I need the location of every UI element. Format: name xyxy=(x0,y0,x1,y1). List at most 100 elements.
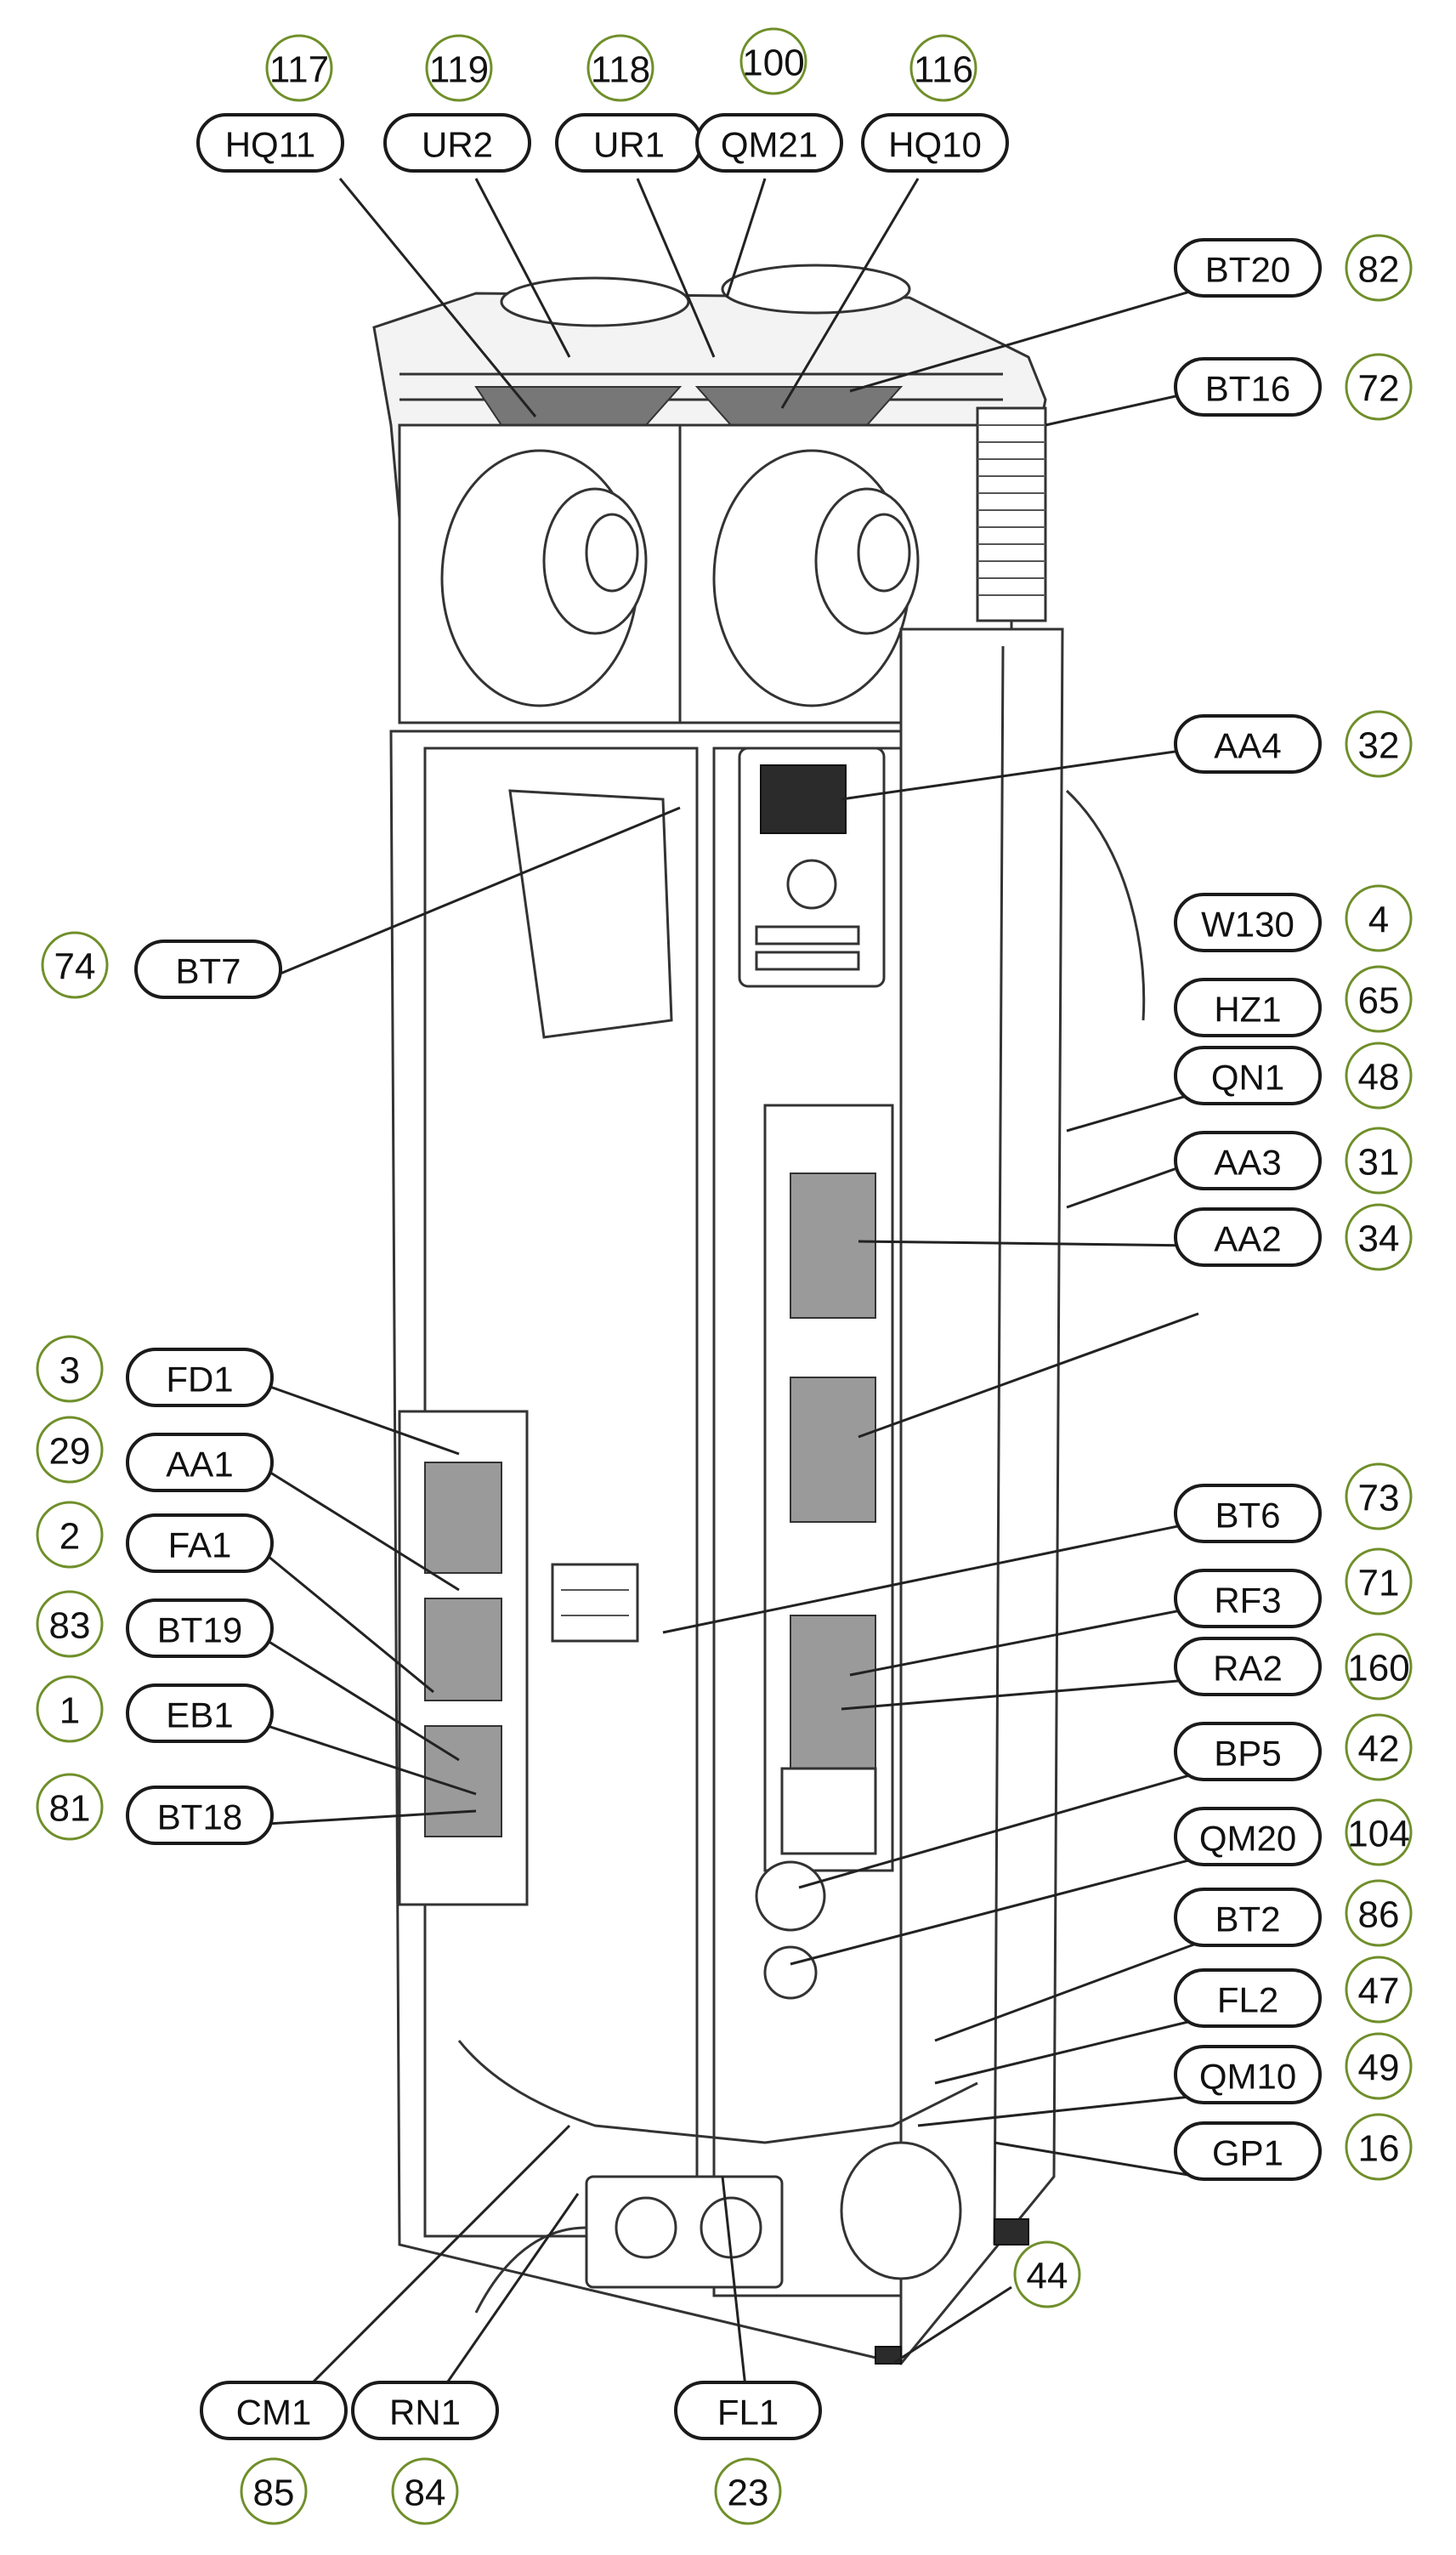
code-pill xyxy=(1174,714,1322,774)
component-number: 119 xyxy=(429,49,489,91)
component-code: HQ11 xyxy=(225,125,316,165)
component-number: 65 xyxy=(1358,980,1400,1022)
number-circle xyxy=(240,2457,308,2525)
number-circle xyxy=(1345,1798,1413,1866)
component-code: BT7 xyxy=(175,951,241,991)
number-circle xyxy=(1345,234,1413,302)
code-pill xyxy=(1174,1207,1322,1267)
callout-bt7: BT7 74 xyxy=(41,931,282,999)
code-pill xyxy=(1174,238,1322,298)
number-circle xyxy=(909,34,977,102)
component-number: 100 xyxy=(742,43,804,84)
number-circle xyxy=(36,1773,104,1841)
number-circle xyxy=(1345,1956,1413,2024)
code-pill xyxy=(383,113,531,173)
number-circle xyxy=(425,34,493,102)
callout-ur2: UR2 119 xyxy=(383,34,531,173)
component-number: 44 xyxy=(1027,2256,1068,2297)
component-code: BT18 xyxy=(157,1797,242,1837)
component-code: QM20 xyxy=(1199,1819,1296,1859)
component-code: FL1 xyxy=(717,2393,779,2433)
number-circle xyxy=(714,2457,782,2525)
component-number: 16 xyxy=(1358,2128,1400,2170)
code-pill xyxy=(1174,1484,1322,1543)
number-circle xyxy=(1345,710,1413,778)
component-code: AA4 xyxy=(1214,726,1281,766)
bottom-pipework xyxy=(457,1860,978,2314)
component-code: UR1 xyxy=(593,125,665,165)
code-pill xyxy=(126,1513,274,1573)
component-code: AA1 xyxy=(166,1445,233,1485)
number-circle xyxy=(1345,965,1413,1033)
number-circle xyxy=(36,1675,104,1743)
component-code: BT6 xyxy=(1215,1496,1280,1536)
code-pill xyxy=(1174,2121,1322,2181)
callout-number-44: 44 xyxy=(1013,2240,1081,2308)
code-pill xyxy=(126,1598,274,1658)
number-circle xyxy=(1345,1203,1413,1271)
code-pill xyxy=(1174,1968,1322,2028)
component-code: QM10 xyxy=(1199,2057,1296,2097)
code-pill xyxy=(861,113,1009,173)
code-pill xyxy=(1174,1131,1322,1190)
code-pill xyxy=(1174,1637,1322,1696)
number-circle xyxy=(1345,1127,1413,1195)
number-circle xyxy=(36,1590,104,1658)
exchanger-fins xyxy=(976,406,1047,622)
number-circle xyxy=(1013,2240,1081,2308)
component-number: 49 xyxy=(1358,2047,1400,2089)
callout-rn1: RN1 84 xyxy=(351,2381,499,2525)
component-number: 31 xyxy=(1358,1142,1400,1184)
component-code: FL2 xyxy=(1217,1980,1278,2020)
code-pill xyxy=(200,2381,348,2440)
number-circle xyxy=(41,931,109,999)
component-code: UR2 xyxy=(422,125,493,165)
unit-illustration xyxy=(372,264,1146,2365)
component-number: 74 xyxy=(54,946,96,988)
code-pill xyxy=(1174,1046,1322,1105)
component-number: 84 xyxy=(405,2473,446,2514)
component-code: QN1 xyxy=(1211,1058,1284,1098)
component-number: 48 xyxy=(1358,1057,1400,1099)
cable-w130 xyxy=(1065,789,1146,1021)
callout-aa1: AA1 29 xyxy=(36,1416,274,1492)
code-pill xyxy=(126,1786,274,1845)
component-code: BP5 xyxy=(1214,1734,1281,1774)
component-number: 32 xyxy=(1358,725,1400,767)
code-pill xyxy=(1174,2045,1322,2104)
component-number: 29 xyxy=(49,1431,91,1473)
number-circle xyxy=(36,1416,104,1484)
code-pill xyxy=(695,113,843,173)
component-number: 118 xyxy=(591,49,650,91)
component-code: HZ1 xyxy=(1214,990,1281,1030)
component-code: EB1 xyxy=(166,1695,233,1735)
component-code: RN1 xyxy=(389,2393,461,2433)
callout-aa4: AA4 32 xyxy=(1174,710,1413,778)
display-screen xyxy=(760,764,847,834)
code-pill xyxy=(1174,1569,1322,1628)
code-pill xyxy=(674,2381,822,2440)
component-code: CM1 xyxy=(236,2393,312,2433)
bt7-housing xyxy=(508,789,673,1039)
circulation-pump xyxy=(840,2141,962,2280)
code-pill xyxy=(126,1433,274,1492)
number-circle xyxy=(1345,353,1413,421)
number-circle xyxy=(1345,2032,1413,2100)
code-pill xyxy=(126,1348,274,1407)
